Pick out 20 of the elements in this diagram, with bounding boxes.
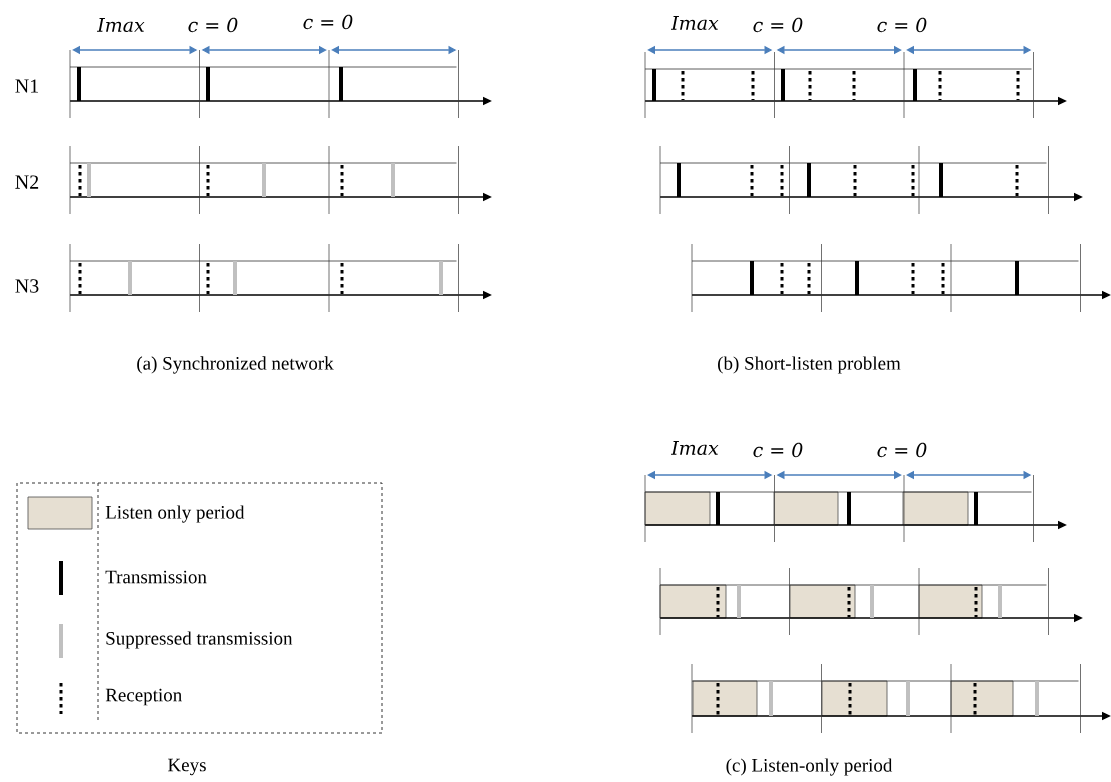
panel-caption: (a) Synchronized network [137, 356, 334, 374]
interval-label: Imax [670, 440, 719, 456]
legend-text: Suppressed transmission [106, 631, 293, 649]
counter-label: c = 0 [877, 442, 927, 458]
counter-label: c = 0 [877, 17, 927, 33]
counter-label: c = 0 [188, 17, 238, 33]
counter-label: c = 0 [303, 14, 353, 30]
panel-caption: (b) Short-listen problem [718, 356, 901, 374]
interval-label: Imax [96, 17, 145, 33]
node-label: N3 [15, 279, 39, 293]
interval-label: Imax [670, 15, 719, 31]
panel-caption: (c) Listen-only period [726, 758, 893, 776]
legend-text: Reception [105, 688, 182, 706]
legend-text: Listen only period [105, 505, 245, 523]
counter-label: c = 0 [753, 442, 803, 458]
legend-title: Keys [168, 758, 206, 776]
counter-label: c = 0 [753, 17, 803, 33]
node-label: N1 [15, 79, 38, 93]
legend-text: Transmission [105, 570, 207, 584]
node-label: N2 [15, 175, 39, 189]
